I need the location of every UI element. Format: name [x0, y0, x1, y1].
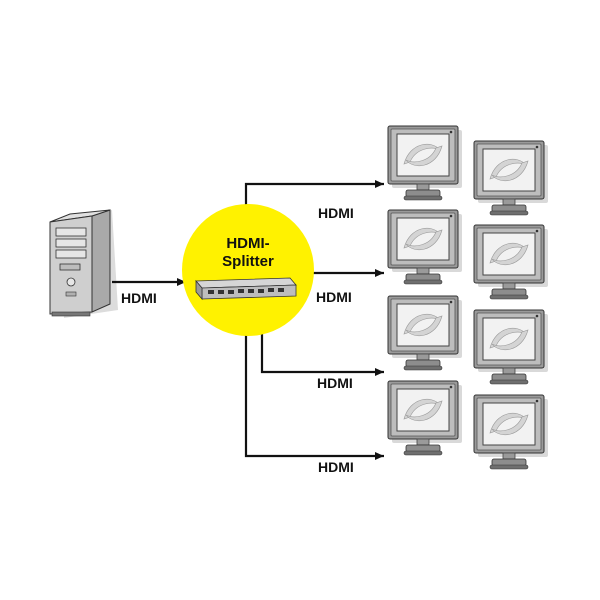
monitor-icon	[473, 394, 549, 470]
splitter-circle	[182, 204, 314, 336]
monitor-icon	[473, 140, 549, 216]
out-hdmi-label-4: HDMI	[318, 459, 354, 475]
monitor-icon	[387, 125, 463, 201]
out-hdmi-label-3: HDMI	[317, 375, 353, 391]
out-hdmi-label-1: HDMI	[318, 205, 354, 221]
monitor-icon	[473, 309, 549, 385]
out-hdmi-label-2: HDMI	[316, 289, 352, 305]
splitter-title-line1: HDMI-	[226, 235, 269, 252]
splitter-title-line2: Splitter	[222, 253, 274, 270]
pc-hdmi-label: HDMI	[121, 290, 157, 306]
monitor-icon	[473, 224, 549, 300]
monitor-icon	[387, 295, 463, 371]
splitter-node: HDMI- Splitter	[182, 204, 314, 336]
monitor-icon	[387, 209, 463, 285]
monitor-icon	[387, 380, 463, 456]
hdmi-splitter-box-icon	[195, 277, 297, 301]
pc-tower-icon	[49, 209, 118, 318]
